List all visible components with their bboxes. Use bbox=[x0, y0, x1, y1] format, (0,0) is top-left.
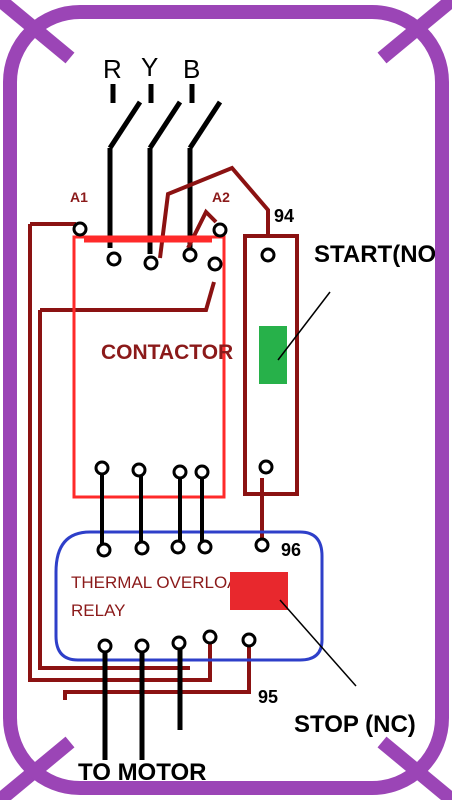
terminal-a1-label: A1 bbox=[70, 189, 88, 205]
start-label: START(NO) bbox=[314, 241, 444, 268]
terminal-a2 bbox=[212, 222, 228, 238]
relay-terminal-out-3 bbox=[171, 635, 187, 651]
contactor-terminal-aux bbox=[207, 256, 223, 272]
contactor-terminal-bottom-3 bbox=[172, 464, 188, 480]
start-button-box bbox=[243, 234, 299, 496]
terminal-a1 bbox=[72, 221, 88, 237]
terminals bbox=[72, 221, 276, 654]
stop-button bbox=[230, 572, 288, 610]
contactor-box bbox=[72, 235, 226, 499]
contactor-terminal-bottom-1 bbox=[94, 460, 110, 476]
contactor-terminal-bottom-4 bbox=[194, 464, 210, 480]
motor-wires bbox=[102, 644, 183, 760]
phase-label-b: B bbox=[183, 54, 200, 84]
stop-label: STOP (NC) bbox=[294, 711, 416, 738]
contactor-terminal-top-2 bbox=[143, 255, 159, 271]
terminal-96 bbox=[254, 537, 270, 553]
relay-terminal-in-1 bbox=[96, 542, 112, 558]
contactor-to-relay-wires bbox=[100, 470, 204, 546]
phase-label-y: Y bbox=[141, 52, 158, 82]
relay-terminal-in-2 bbox=[134, 540, 150, 556]
terminal-a2-label: A2 bbox=[212, 189, 230, 205]
relay-label-line1: THERMAL OVERLOAD bbox=[71, 573, 251, 592]
relay-label-line2: RELAY bbox=[71, 601, 126, 620]
terminal-95 bbox=[241, 632, 257, 648]
relay-terminal-out-1 bbox=[97, 638, 113, 654]
relay-terminal-in-3 bbox=[170, 539, 186, 555]
terminal-95-label: 95 bbox=[258, 687, 278, 707]
phase-label-r: R bbox=[103, 54, 122, 84]
start-pointer-line bbox=[277, 291, 331, 361]
contactor-terminal-top-3 bbox=[182, 247, 198, 263]
terminal-96-label: 96 bbox=[281, 540, 301, 560]
start-button bbox=[259, 326, 287, 384]
overload-relay-outline bbox=[54, 530, 324, 662]
relay-terminal-in-4 bbox=[197, 539, 213, 555]
relay-terminal-out-2 bbox=[134, 638, 150, 654]
contactor-label: CONTACTOR bbox=[101, 341, 233, 364]
contactor-terminal-top-1 bbox=[106, 251, 122, 267]
contactor-terminal-bottom-2 bbox=[131, 462, 147, 478]
relay-terminal-out-4 bbox=[202, 629, 218, 645]
start-terminal-bottom bbox=[258, 459, 274, 475]
start-terminal-top bbox=[260, 247, 276, 263]
frame-border bbox=[3, 5, 449, 795]
terminal-94-label: 94 bbox=[274, 206, 294, 226]
stop-pointer-line bbox=[279, 599, 357, 687]
